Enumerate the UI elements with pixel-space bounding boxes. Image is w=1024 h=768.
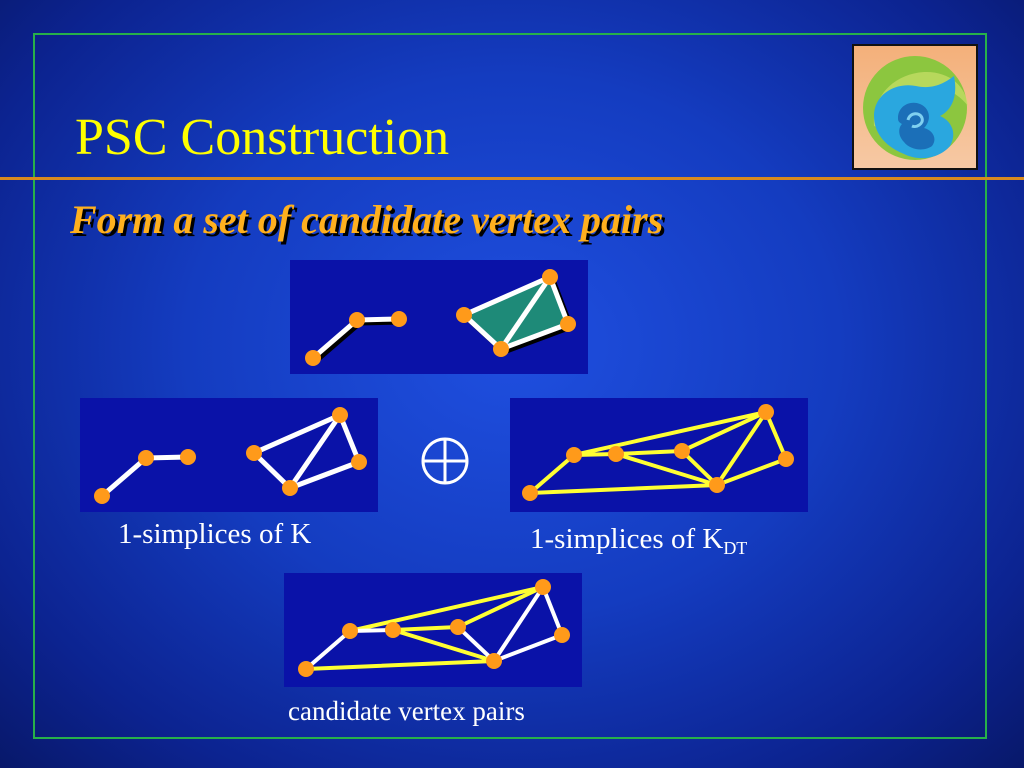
edge	[614, 449, 684, 456]
vertex	[778, 451, 794, 467]
edge	[287, 459, 362, 491]
logo-icon	[854, 46, 976, 168]
edge	[572, 410, 768, 457]
caption-kdt-subscript: DT	[723, 538, 748, 558]
edge	[715, 410, 768, 487]
vertex	[298, 661, 314, 677]
k-edges-diagram	[94, 407, 367, 504]
caption-k-simplices: 1-simplices of K	[118, 518, 312, 550]
complex-k-diagram	[305, 269, 576, 366]
panel-complex-k	[290, 260, 588, 374]
vertex	[542, 269, 558, 285]
circled-plus-icon	[418, 434, 472, 493]
slide-title: PSC Construction	[75, 109, 450, 166]
edge	[348, 585, 545, 633]
filled-triangle-face	[461, 274, 571, 352]
vertex	[535, 579, 551, 595]
title-divider	[0, 177, 1024, 180]
vertex	[332, 407, 348, 423]
edge	[251, 450, 293, 491]
vertex	[560, 316, 576, 332]
edge	[541, 585, 564, 637]
caption-kdt-simplices: 1-simplices of KDT	[530, 523, 747, 558]
edge	[311, 318, 359, 360]
caption-candidate-pairs: candidate vertex pairs	[288, 696, 525, 726]
vertex	[486, 653, 502, 669]
edge	[304, 629, 352, 671]
edge	[764, 410, 788, 461]
slide-frame	[33, 33, 987, 739]
panel-k-edges	[80, 398, 378, 512]
edge	[456, 585, 545, 629]
edge	[304, 659, 496, 671]
vertex	[522, 485, 538, 501]
vertex	[385, 622, 401, 638]
edge	[680, 410, 768, 453]
edge	[680, 449, 719, 487]
vertex	[342, 623, 358, 639]
vertex	[493, 341, 509, 357]
vertex	[709, 477, 725, 493]
vertex	[180, 449, 196, 465]
vertex	[450, 619, 466, 635]
vertex	[608, 446, 624, 462]
vertex	[554, 627, 570, 643]
edge	[492, 633, 564, 663]
vertex	[282, 480, 298, 496]
vertex	[758, 404, 774, 420]
vertex	[94, 488, 110, 504]
edge	[715, 457, 788, 487]
vertex	[246, 445, 262, 461]
kdt-edges-diagram	[522, 404, 794, 501]
edge	[614, 452, 719, 487]
edge	[287, 412, 343, 491]
panel-kdt-edges	[510, 398, 808, 512]
vertex	[566, 447, 582, 463]
edge	[391, 628, 496, 663]
vertex	[349, 312, 365, 328]
panel-candidate-pairs	[284, 573, 582, 687]
edge	[528, 483, 719, 495]
edge	[498, 275, 553, 351]
edge	[528, 453, 576, 495]
logo	[852, 44, 978, 170]
slide-subtitle: Form a set of candidate vertex pairs	[70, 197, 664, 242]
edge	[456, 625, 496, 663]
vertex	[391, 311, 407, 327]
vertex	[456, 307, 472, 323]
vertex	[138, 450, 154, 466]
edge	[337, 412, 362, 465]
edge	[99, 455, 149, 499]
edge	[492, 585, 545, 663]
caption-kdt-prefix: 1-simplices of K	[530, 523, 724, 555]
candidate-pairs-diagram	[298, 579, 570, 677]
vertex	[674, 443, 690, 459]
edge	[391, 625, 460, 632]
edge	[251, 412, 343, 456]
vertex	[351, 454, 367, 470]
vertex	[305, 350, 321, 366]
